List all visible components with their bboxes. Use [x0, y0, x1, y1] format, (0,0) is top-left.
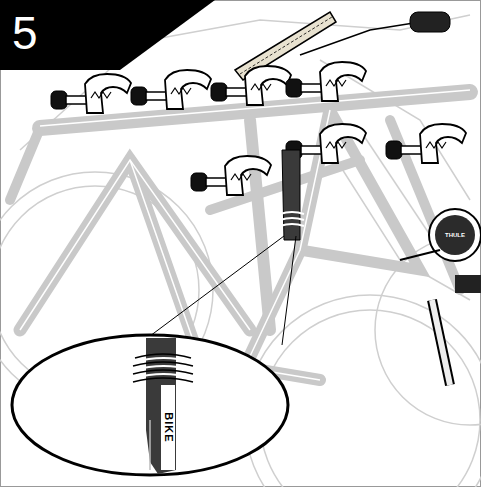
bike-cradles — [51, 62, 466, 195]
bike-cradles-part — [131, 70, 211, 109]
bike-cradles-part — [51, 74, 131, 113]
zoom-ellipse-part — [149, 420, 151, 470]
callout-number: 5 — [12, 10, 38, 56]
rack-hub-part — [429, 209, 481, 261]
step-number-corner — [0, 0, 215, 70]
zoom-ellipse-part — [134, 358, 192, 378]
rack-strap-part — [410, 12, 450, 32]
step-number-corner-part — [0, 0, 215, 70]
zoom-leader-lines-part — [282, 236, 296, 345]
rack-hub-part — [400, 250, 440, 260]
rack-strap-part — [300, 22, 420, 55]
zoom-ellipse-part — [133, 354, 193, 382]
zoom-ellipse-part — [161, 385, 175, 470]
zoom-leader-lines-part — [150, 236, 284, 336]
zoom-ellipse-part — [12, 335, 288, 475]
bike-silhouettes-part — [250, 120, 270, 330]
background-bike-outlines-part — [260, 310, 480, 487]
background-bike-outlines — [0, 15, 481, 487]
brand-logo: THULE — [445, 232, 465, 238]
rack-hub-part — [432, 300, 450, 385]
bike-silhouettes-part — [10, 128, 40, 200]
rack-hub — [400, 209, 481, 385]
zoom-ellipse — [12, 335, 288, 475]
bike-cradles-part — [211, 66, 291, 105]
tie-strap-part — [282, 150, 300, 240]
bike-cradles-part — [386, 124, 466, 163]
rack-hub-part — [432, 300, 450, 385]
rack-hub-part — [435, 215, 475, 255]
tie-strap-part — [280, 212, 304, 226]
bike-cradles-part — [286, 62, 366, 101]
rack-hub-part — [455, 275, 481, 293]
tie-strap — [280, 150, 304, 240]
strap-label: BIKE — [163, 412, 174, 442]
bike-cradles-part — [191, 156, 271, 195]
zoom-leader-lines — [150, 236, 296, 345]
rack-strap-part — [240, 17, 332, 74]
